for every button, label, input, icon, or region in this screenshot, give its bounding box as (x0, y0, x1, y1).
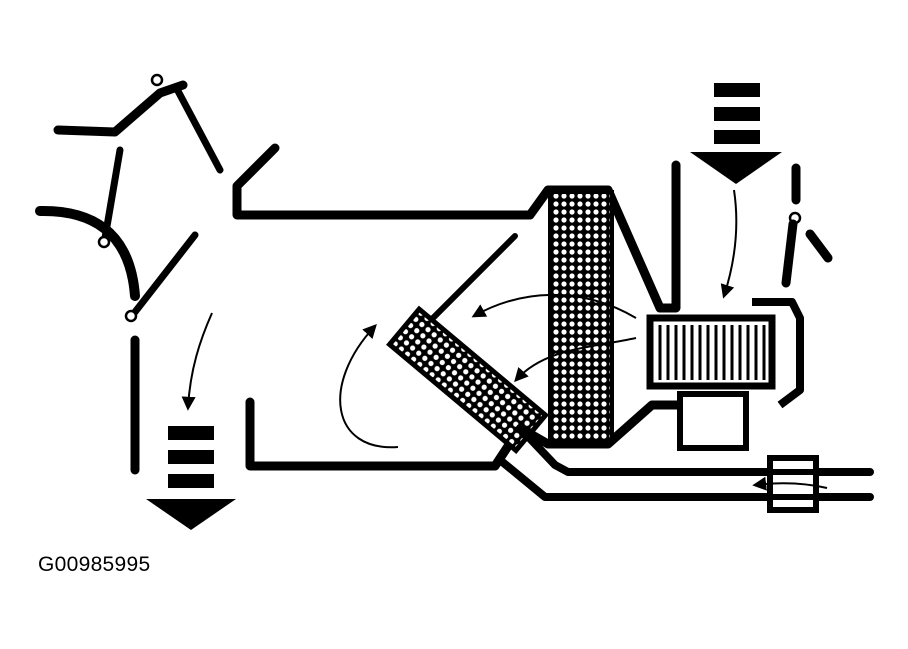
flow-arrow-heater-loop (339, 323, 399, 449)
recirculation-door (781, 163, 833, 288)
defrost-hinge-arm (174, 87, 224, 174)
figure-id-label: G00985995 (38, 553, 151, 576)
evaporator-core (548, 190, 614, 444)
blower-wheel-blades (658, 325, 766, 380)
flow-arrow-inlet-down (720, 189, 738, 299)
blower-motor (677, 391, 749, 451)
vent-duct-assembly (35, 80, 224, 316)
heater-core (386, 305, 550, 454)
pivot-defrost (150, 73, 164, 87)
pivot-mode-lower (124, 309, 138, 323)
airflow-arrows (181, 189, 828, 491)
heater-hoses (496, 424, 874, 501)
flow-arrow-coolant (752, 476, 828, 491)
air-outlet-arrow (146, 426, 236, 530)
blend-door (422, 233, 518, 329)
defrost-door (53, 80, 188, 137)
flow-arrow-lower-left (514, 337, 637, 383)
blower-assembly (646, 298, 804, 451)
mode-door-left (101, 146, 124, 242)
housing-lower-wall (245, 397, 685, 471)
vent-duct-curve (35, 205, 140, 301)
blower-scroll (752, 298, 804, 409)
flow-arrow-outlet-down (181, 312, 213, 411)
air-inlet-arrow (690, 83, 782, 184)
pivot-mode-left (97, 235, 111, 249)
blower-wheel (646, 314, 776, 390)
heater-hose-upper (516, 424, 874, 476)
mode-door-lower (131, 231, 199, 316)
heater-hose-lower (496, 456, 874, 501)
flow-arrow-upper-left (471, 293, 637, 319)
